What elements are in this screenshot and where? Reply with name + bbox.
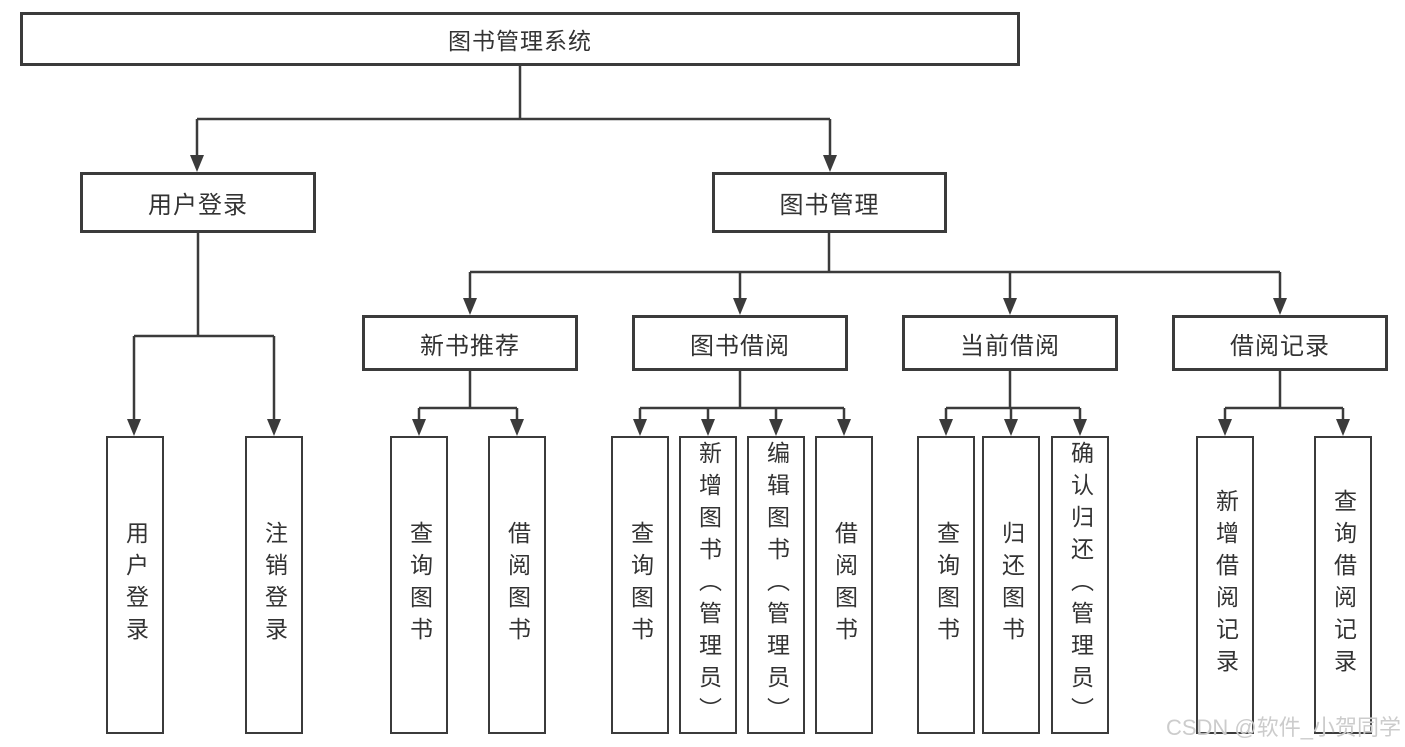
leaf-borrowing-query-books: 查询图书 [611, 436, 669, 734]
leaf-borrowing-borrow-books-label: 借阅图书 [831, 521, 858, 649]
leaf-records-query-record: 查询借阅记录 [1314, 436, 1372, 734]
leaf-borrowing-add-books-label: 新增图书（管理员） [695, 441, 722, 729]
leaf-borrowing-add-books: 新增图书（管理员） [679, 436, 737, 734]
leaf-user-login: 用户登录 [106, 436, 164, 734]
node-current-borrowing: 当前借阅 [902, 315, 1118, 371]
node-book-borrowing-label: 图书借阅 [690, 332, 790, 360]
leaf-recommend-query-books: 查询图书 [390, 436, 448, 734]
node-current-borrowing-label: 当前借阅 [960, 332, 1060, 360]
leaf-current-return-books: 归还图书 [982, 436, 1040, 734]
node-user-login: 用户登录 [80, 172, 316, 233]
node-new-book-recommend: 新书推荐 [362, 315, 578, 371]
leaf-current-return-books-label: 归还图书 [998, 521, 1025, 649]
leaf-current-confirm-return: 确认归还（管理员） [1051, 436, 1109, 734]
leaf-current-confirm-return-label: 确认归还（管理员） [1067, 441, 1094, 729]
leaf-current-query-books-label: 查询图书 [933, 521, 960, 649]
leaf-current-query-books: 查询图书 [917, 436, 975, 734]
leaf-user-login-label: 用户登录 [122, 521, 149, 649]
node-new-book-recommend-label: 新书推荐 [420, 332, 520, 360]
leaf-recommend-borrow-books-label: 借阅图书 [504, 521, 531, 649]
node-book-management-label: 图书管理 [779, 192, 880, 219]
node-book-management: 图书管理 [712, 172, 947, 233]
node-library-system: 图书管理系统 [20, 12, 1020, 66]
node-user-login-label: 用户登录 [148, 192, 248, 219]
leaf-borrowing-edit-books: 编辑图书（管理员） [747, 436, 805, 734]
leaf-borrowing-query-books-label: 查询图书 [627, 521, 654, 649]
leaf-records-add-record: 新增借阅记录 [1196, 436, 1254, 734]
leaf-borrowing-edit-books-label: 编辑图书（管理员） [763, 441, 790, 729]
node-borrowing-records: 借阅记录 [1172, 315, 1388, 371]
node-borrowing-records-label: 借阅记录 [1230, 332, 1330, 360]
leaf-recommend-borrow-books: 借阅图书 [488, 436, 546, 734]
leaf-records-add-record-label: 新增借阅记录 [1212, 489, 1239, 681]
node-book-borrowing: 图书借阅 [632, 315, 848, 371]
node-library-system-label: 图书管理系统 [448, 28, 592, 54]
leaf-records-query-record-label: 查询借阅记录 [1330, 489, 1357, 681]
leaf-logout-label: 注销登录 [261, 521, 288, 649]
leaf-logout: 注销登录 [245, 436, 303, 734]
arrowheads [127, 155, 1350, 436]
leaf-recommend-query-books-label: 查询图书 [406, 521, 433, 649]
csdn-watermark: CSDN @软件_小贺同学 [1165, 715, 1401, 740]
leaf-borrowing-borrow-books: 借阅图书 [815, 436, 873, 734]
